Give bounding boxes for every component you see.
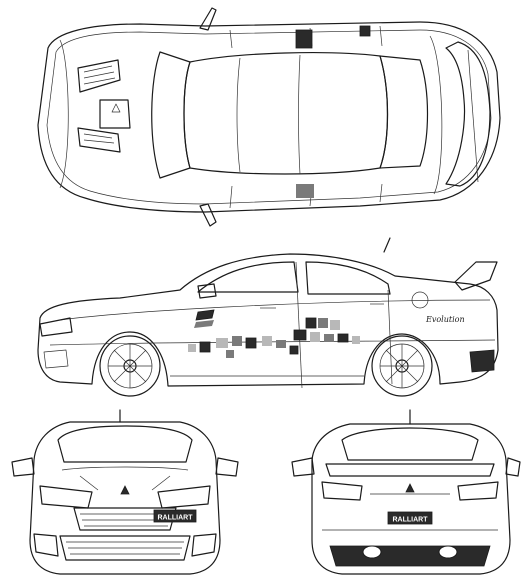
- roof-panel: [183, 52, 389, 175]
- rear-wheel: [371, 335, 433, 397]
- rear-license-plate: [387, 511, 433, 525]
- roof-antenna: [383, 237, 391, 253]
- side-mirror-left: [199, 7, 217, 31]
- front-view-body-outline: [29, 421, 221, 575]
- exhaust-left: [362, 545, 382, 559]
- front-license-plate: [153, 509, 197, 523]
- front-emblem: [120, 485, 130, 495]
- top-view: [37, 7, 501, 227]
- front-view: RALLIART: [11, 409, 239, 575]
- rear-window: [379, 55, 429, 169]
- side-mirror: [197, 283, 217, 299]
- side-windows: [197, 261, 299, 293]
- rear-plate-text: RALLIART: [393, 517, 429, 524]
- rear-emblem: [405, 483, 415, 493]
- rear-view-spoiler: [325, 463, 495, 477]
- rear-diffuser: [329, 545, 491, 567]
- top-view-body-outline: [37, 21, 501, 213]
- front-mirror-left: [11, 457, 35, 477]
- front-mirror-right: [215, 457, 239, 477]
- rear-wing: [454, 261, 498, 291]
- front-windshield: [57, 425, 193, 463]
- hood-vents: [77, 59, 131, 153]
- side-checker-decal: [188, 309, 360, 358]
- rear-view-window: [341, 427, 479, 461]
- side-mirror-right: [199, 203, 217, 227]
- rear-spoiler: [445, 41, 491, 187]
- exhaust-right: [438, 545, 458, 559]
- front-plate-text: RALLIART: [158, 515, 194, 522]
- side-badge-text: Evolution: [425, 315, 465, 324]
- side-view-body-outline: [37, 253, 499, 387]
- front-wheel: [99, 335, 161, 397]
- front-grille: [73, 507, 177, 531]
- rear-view: RALLIART: [291, 409, 521, 575]
- side-view: Evolution: [37, 237, 499, 397]
- rear-view-body-outline: [311, 423, 511, 575]
